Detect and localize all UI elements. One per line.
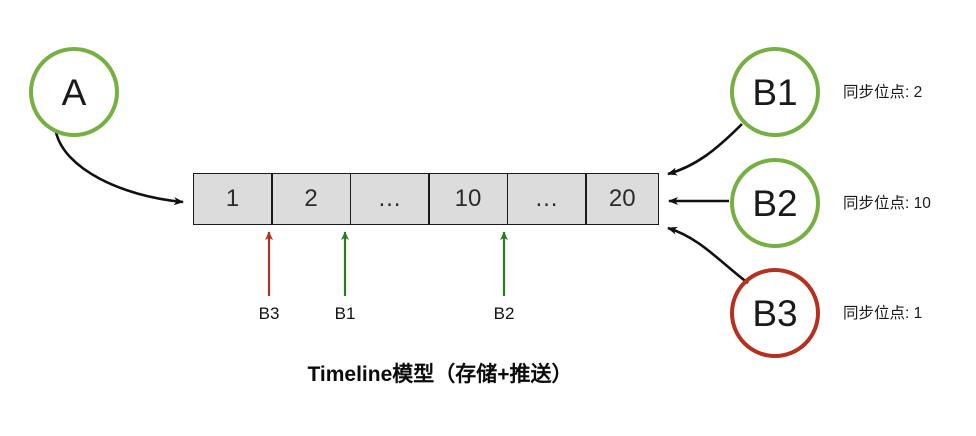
timeline-cell-3: … <box>350 173 429 225</box>
node-a-label: A <box>61 71 87 113</box>
timeline-cell-5: … <box>507 173 586 225</box>
arrow-b1-to-timeline <box>667 123 743 176</box>
node-b1-label: B1 <box>752 71 798 113</box>
sync-position-b1: 同步位点: 2 <box>843 84 923 101</box>
timeline-cell-label: 1 <box>225 185 240 212</box>
marker-label-b2: B2 <box>493 304 515 323</box>
node-a[interactable]: A <box>29 47 119 137</box>
sync-position-b3: 同步位点: 1 <box>843 305 923 322</box>
marker-label-b3: B3 <box>258 304 280 323</box>
timeline-cell-label: 10 <box>454 185 482 212</box>
arrow-b3-to-timeline <box>667 226 749 285</box>
diagram-title: Timeline模型（存储+推送） <box>307 363 573 386</box>
timeline-cell-label: 2 <box>304 185 318 212</box>
timeline-cell-1: 1 <box>193 173 272 225</box>
node-b1[interactable]: B1 <box>730 47 820 137</box>
timeline-cell-label: … <box>377 185 402 212</box>
sync-position-b2: 同步位点: 10 <box>843 195 931 212</box>
node-b3-label: B3 <box>752 292 798 334</box>
node-b3[interactable]: B3 <box>730 268 820 358</box>
timeline-cell-4: 10 <box>428 173 508 225</box>
timeline-cell-label: 20 <box>608 185 636 212</box>
timeline-cell-2: 2 <box>271 173 351 225</box>
timeline-cell-label: … <box>534 185 559 212</box>
timeline-cell-6: 20 <box>585 173 659 225</box>
node-b2-label: B2 <box>752 182 798 224</box>
node-b2[interactable]: B2 <box>730 158 820 248</box>
marker-label-b1: B1 <box>334 304 356 323</box>
arrow-a-to-timeline <box>54 131 184 206</box>
